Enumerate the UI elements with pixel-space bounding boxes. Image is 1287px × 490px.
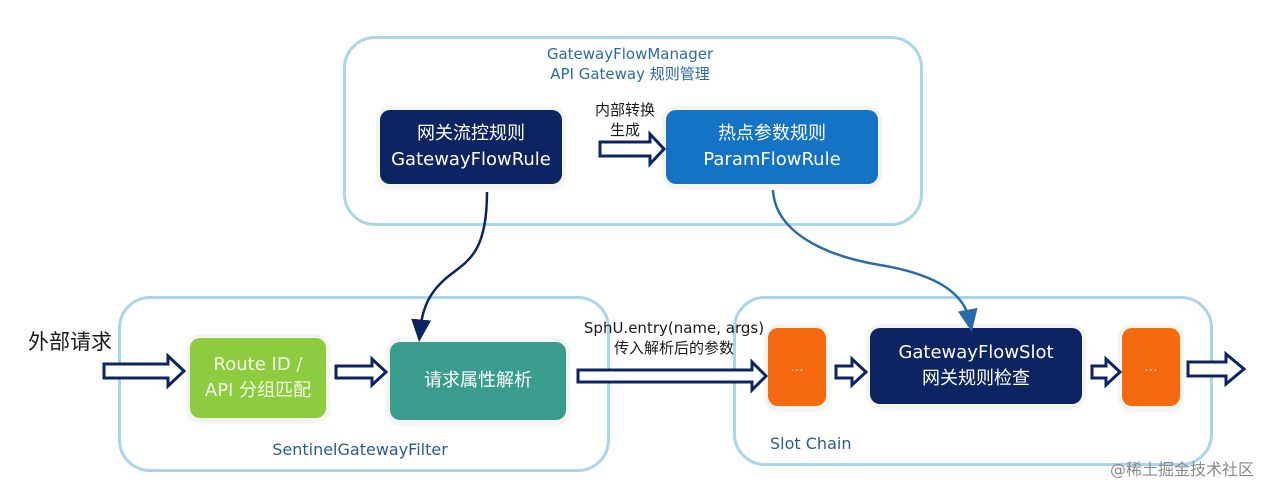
gateway-flow-slot-box[interactable]: GatewayFlowSlot 网关规则检查 xyxy=(870,328,1082,404)
external-request-label: 外部请求 xyxy=(28,330,112,354)
connector-param-to-gateway-slot xyxy=(771,189,978,332)
convert-label-line2: 生成 xyxy=(609,121,640,139)
arrow-convert xyxy=(598,130,667,168)
convert-label-line1: 内部转换 xyxy=(594,101,655,119)
gateway-flow-slot-cn: 网关规则检查 xyxy=(922,368,1030,389)
sphu-entry-line1: SphU.entry(name, args) xyxy=(583,319,765,337)
manager-title-line2: API Gateway 规则管理 xyxy=(550,65,710,83)
param-flow-rule-en: ParamFlowRule xyxy=(703,149,841,170)
arrow-external-to-route xyxy=(102,352,187,390)
arrow-slot-prev-to-gateway xyxy=(834,355,869,389)
route-match-box[interactable]: Route ID / API 分组匹配 xyxy=(190,338,326,418)
slot-next-box[interactable]: ... xyxy=(1122,328,1180,406)
sentinel-gateway-filter-container xyxy=(118,296,610,472)
sentinel-gateway-filter-label: SentinelGatewayFilter xyxy=(272,440,448,459)
gateway-flow-rule-en: GatewayFlowRule xyxy=(391,149,551,170)
sphu-entry-label: SphU.entry(name, args) 传入解析后的参数 xyxy=(574,318,774,358)
watermark: @稀土掘金技术社区 xyxy=(1110,460,1255,479)
manager-title-line1: GatewayFlowManager xyxy=(546,45,714,63)
sphu-entry-line2: 传入解析后的参数 xyxy=(613,339,734,357)
request-attribute-parse-box[interactable]: 请求属性解析 xyxy=(390,342,566,420)
gateway-flow-manager-container xyxy=(343,36,923,226)
arrow-gateway-to-slot-next xyxy=(1090,355,1123,389)
connector-rule-to-parse xyxy=(411,191,489,342)
arrow-slot-out xyxy=(1186,350,1247,388)
request-attribute-parse-label: 请求属性解析 xyxy=(424,370,532,391)
param-flow-rule-box[interactable]: 热点参数规则 ParamFlowRule xyxy=(666,110,878,184)
slot-prev-ellipsis: ... xyxy=(790,359,804,375)
route-match-line2: API 分组匹配 xyxy=(204,380,312,401)
arrow-route-to-parse xyxy=(334,355,389,389)
arrow-parse-to-slot xyxy=(576,358,769,394)
slot-chain-label: Slot Chain xyxy=(770,434,852,453)
gateway-flow-rule-box[interactable]: 网关流控规则 GatewayFlowRule xyxy=(380,110,562,184)
slot-next-ellipsis: ... xyxy=(1144,359,1158,375)
gateway-flow-slot-en: GatewayFlowSlot xyxy=(898,342,1054,363)
gateway-flow-rule-cn: 网关流控规则 xyxy=(417,123,525,144)
slot-prev-box[interactable]: ... xyxy=(768,328,826,406)
manager-title: GatewayFlowManager API Gateway 规则管理 xyxy=(500,44,760,84)
param-flow-rule-cn: 热点参数规则 xyxy=(718,123,826,144)
route-match-line1: Route ID / xyxy=(213,354,303,375)
convert-label: 内部转换 生成 xyxy=(590,100,660,140)
